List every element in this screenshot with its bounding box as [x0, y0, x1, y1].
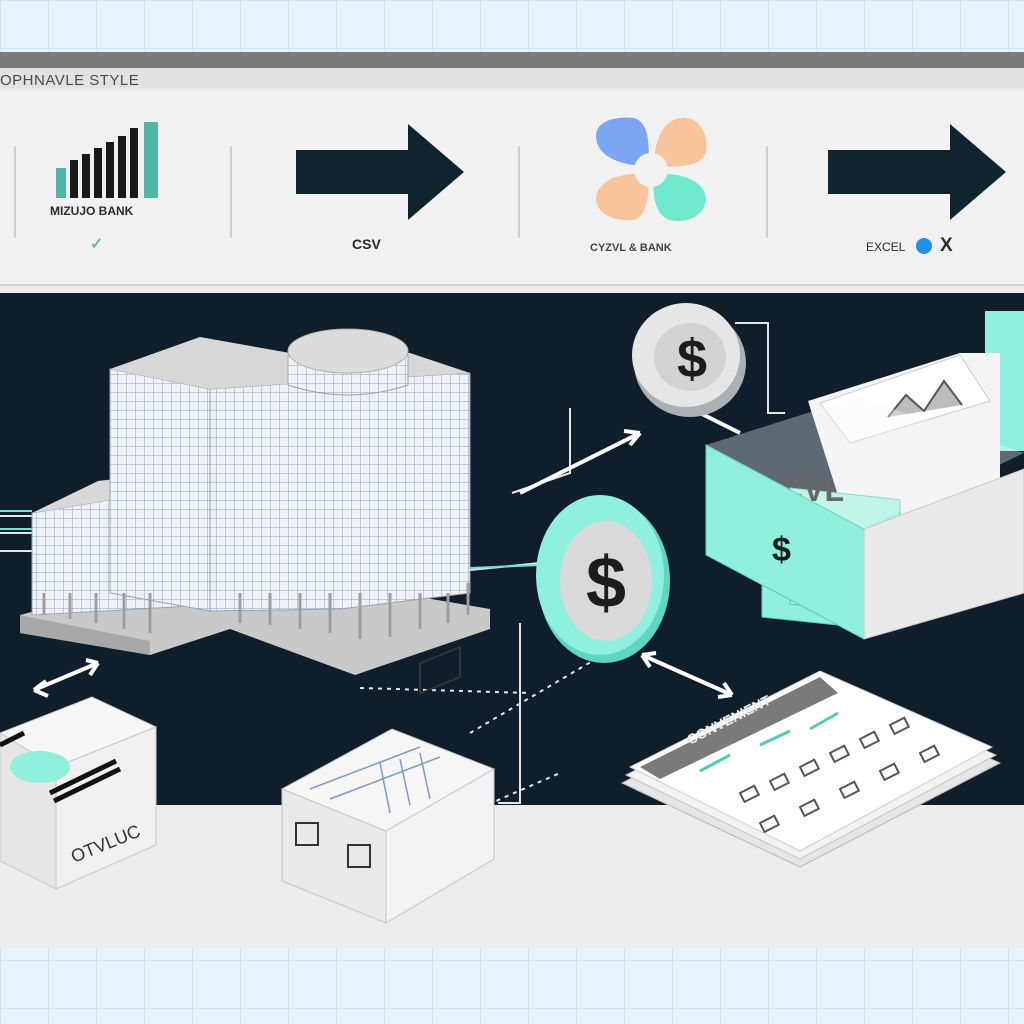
coin-dollar-sign: $	[677, 329, 707, 389]
check-icon: ✓	[90, 236, 104, 253]
flow-divider	[230, 146, 232, 238]
coin-dollar-sign: $	[586, 543, 626, 623]
bank-building	[20, 328, 490, 675]
title-bar: OPHNAVLE STYLE	[0, 52, 1024, 89]
barcode-box: OTVLUC	[0, 696, 158, 890]
teal-side-lines	[0, 510, 541, 569]
document-box: CVL $	[705, 311, 1024, 640]
integration-label: CYZVL & BANK	[590, 242, 672, 254]
close-x-icon: X	[940, 235, 953, 256]
double-arrows	[32, 411, 741, 699]
arrow-right-icon	[296, 124, 464, 220]
bank-bars-icon	[56, 122, 158, 198]
excel-status-dot	[916, 238, 932, 254]
dollar-coin-grey: $	[632, 303, 746, 417]
dollar-coin-mint: $	[536, 495, 670, 663]
isometric-illustration: $ $ CVL $ CONVENIENT	[0, 303, 1024, 924]
integration-petals-icon	[596, 117, 707, 222]
flow-divider	[14, 146, 16, 238]
box-dollar-sign: $	[772, 531, 791, 569]
chart-box	[280, 645, 496, 924]
page-title: OPHNAVLE STYLE	[0, 72, 140, 89]
flow-divider	[518, 146, 520, 238]
bank-name-label: MIZUJO BANK	[50, 204, 134, 218]
report-sheets: CONVENIENT	[620, 670, 1002, 868]
flow-divider	[766, 146, 768, 238]
excel-label: EXCEL	[866, 240, 906, 254]
arrow-right-icon	[828, 124, 1006, 220]
csv-label: CSV	[352, 236, 381, 252]
process-flow-row: MIZUJO BANK ✓ CSV CYZVL & BANK EXCEL X	[0, 90, 1024, 286]
